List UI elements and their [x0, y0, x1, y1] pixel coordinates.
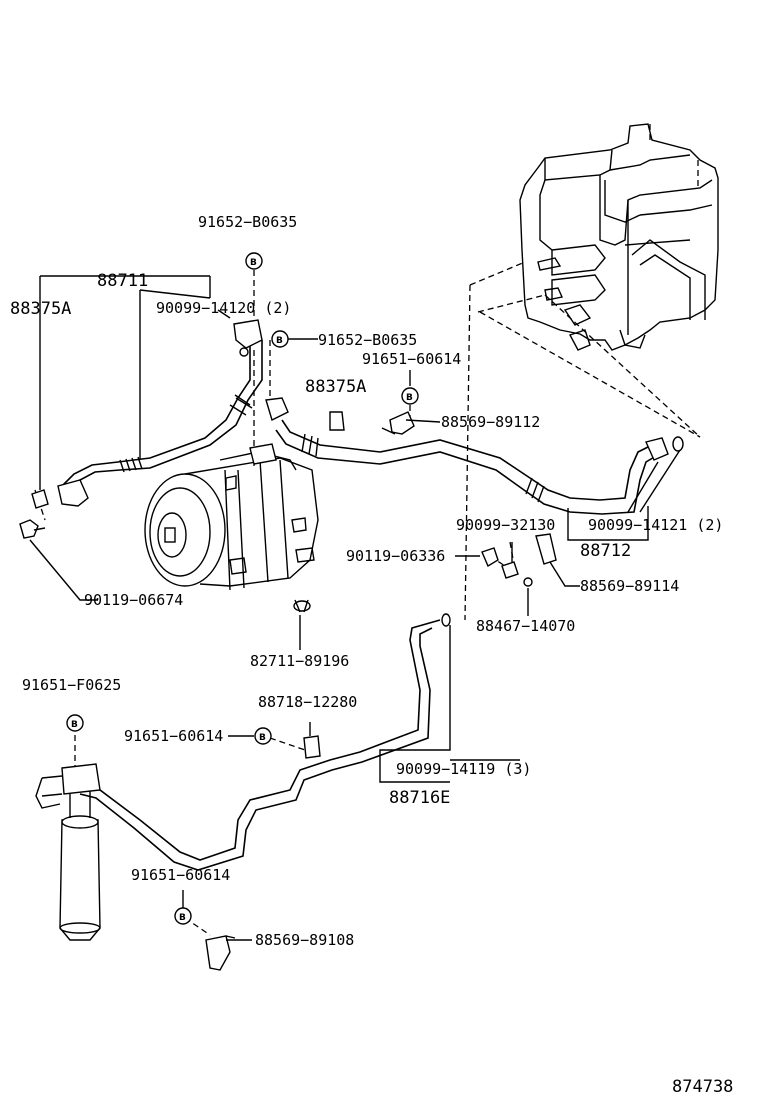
- clip-82711-89196: [293, 599, 311, 613]
- label-91651-60614-bot: 91651−60614: [131, 866, 231, 884]
- label-91651-f0625: 91651−F0625: [22, 676, 122, 694]
- evaporator-unit: [519, 123, 719, 351]
- label-90099-14120: 90099−14120 (2): [156, 299, 292, 317]
- label-91652-b0635-top: 91652−B0635: [198, 213, 298, 231]
- receiver-drier: [35, 763, 101, 941]
- bolt-marker-text: B: [250, 258, 257, 268]
- bolt-marker-text: B: [259, 733, 266, 743]
- bolt-90119-06674: [19, 519, 98, 601]
- bolt-90119-06336: [481, 533, 557, 587]
- bolt-marker-91652-b0635-top: B: [245, 252, 263, 270]
- label-90119-06674: 90119−06674: [84, 591, 184, 609]
- label-88716e: 88716E: [389, 788, 451, 808]
- bolt-marker-text: B: [179, 913, 186, 923]
- label-88569-89114: 88569−89114: [580, 577, 680, 595]
- label-90099-14119: 90099−14119 (3): [396, 760, 532, 778]
- leader-lines: [182, 309, 580, 941]
- label-88712: 88712: [580, 541, 632, 561]
- bolt-marker-91651-60614-mid: B: [254, 727, 272, 745]
- label-88718-12280: 88718−12280: [258, 693, 358, 711]
- label-88375a-left: 88375A: [10, 299, 72, 319]
- label-88569-89108: 88569−89108: [255, 931, 355, 949]
- discharge-hose-88712: [275, 419, 684, 541]
- bolt-marker-91652-b0635-mid: B: [271, 330, 289, 348]
- bolt-marker-91651-f0625: B: [66, 714, 84, 732]
- clamp-88569-89112: [381, 411, 415, 435]
- label-90099-32130: 90099−32130: [456, 516, 556, 534]
- bolt-marker-text: B: [276, 336, 283, 346]
- cap-88375a: [329, 411, 345, 431]
- label-90119-06336: 90119−06336: [346, 547, 446, 565]
- compressor: [144, 397, 319, 591]
- label-91652-b0635-mid: 91652−B0635: [318, 331, 418, 349]
- bolt-marker-91651-60614-bot: B: [174, 907, 192, 925]
- label-90099-14121: 90099−14121 (2): [588, 516, 724, 534]
- liquid-tube-88716e: [79, 613, 520, 871]
- label-82711-89196: 82711−89196: [250, 652, 350, 670]
- clamp-88569-89108: [205, 935, 236, 971]
- label-88375a-mid: 88375A: [305, 377, 367, 397]
- bolt-marker-91651-60614-top: B: [401, 387, 419, 405]
- label-88711: 88711: [97, 271, 149, 291]
- bolt-marker-text: B: [71, 720, 78, 730]
- clamp-88718-12280: [303, 735, 321, 759]
- label-91651-60614-mid: 91651−60614: [124, 727, 224, 745]
- label-88569-89112: 88569−89112: [441, 413, 541, 431]
- diagram-number: 874738: [672, 1077, 734, 1097]
- bolt-marker-text: B: [406, 393, 413, 403]
- label-88467-14070: 88467−14070: [476, 617, 576, 635]
- label-91651-60614-top: 91651−60614: [362, 350, 462, 368]
- suction-hose-88711: [31, 275, 263, 509]
